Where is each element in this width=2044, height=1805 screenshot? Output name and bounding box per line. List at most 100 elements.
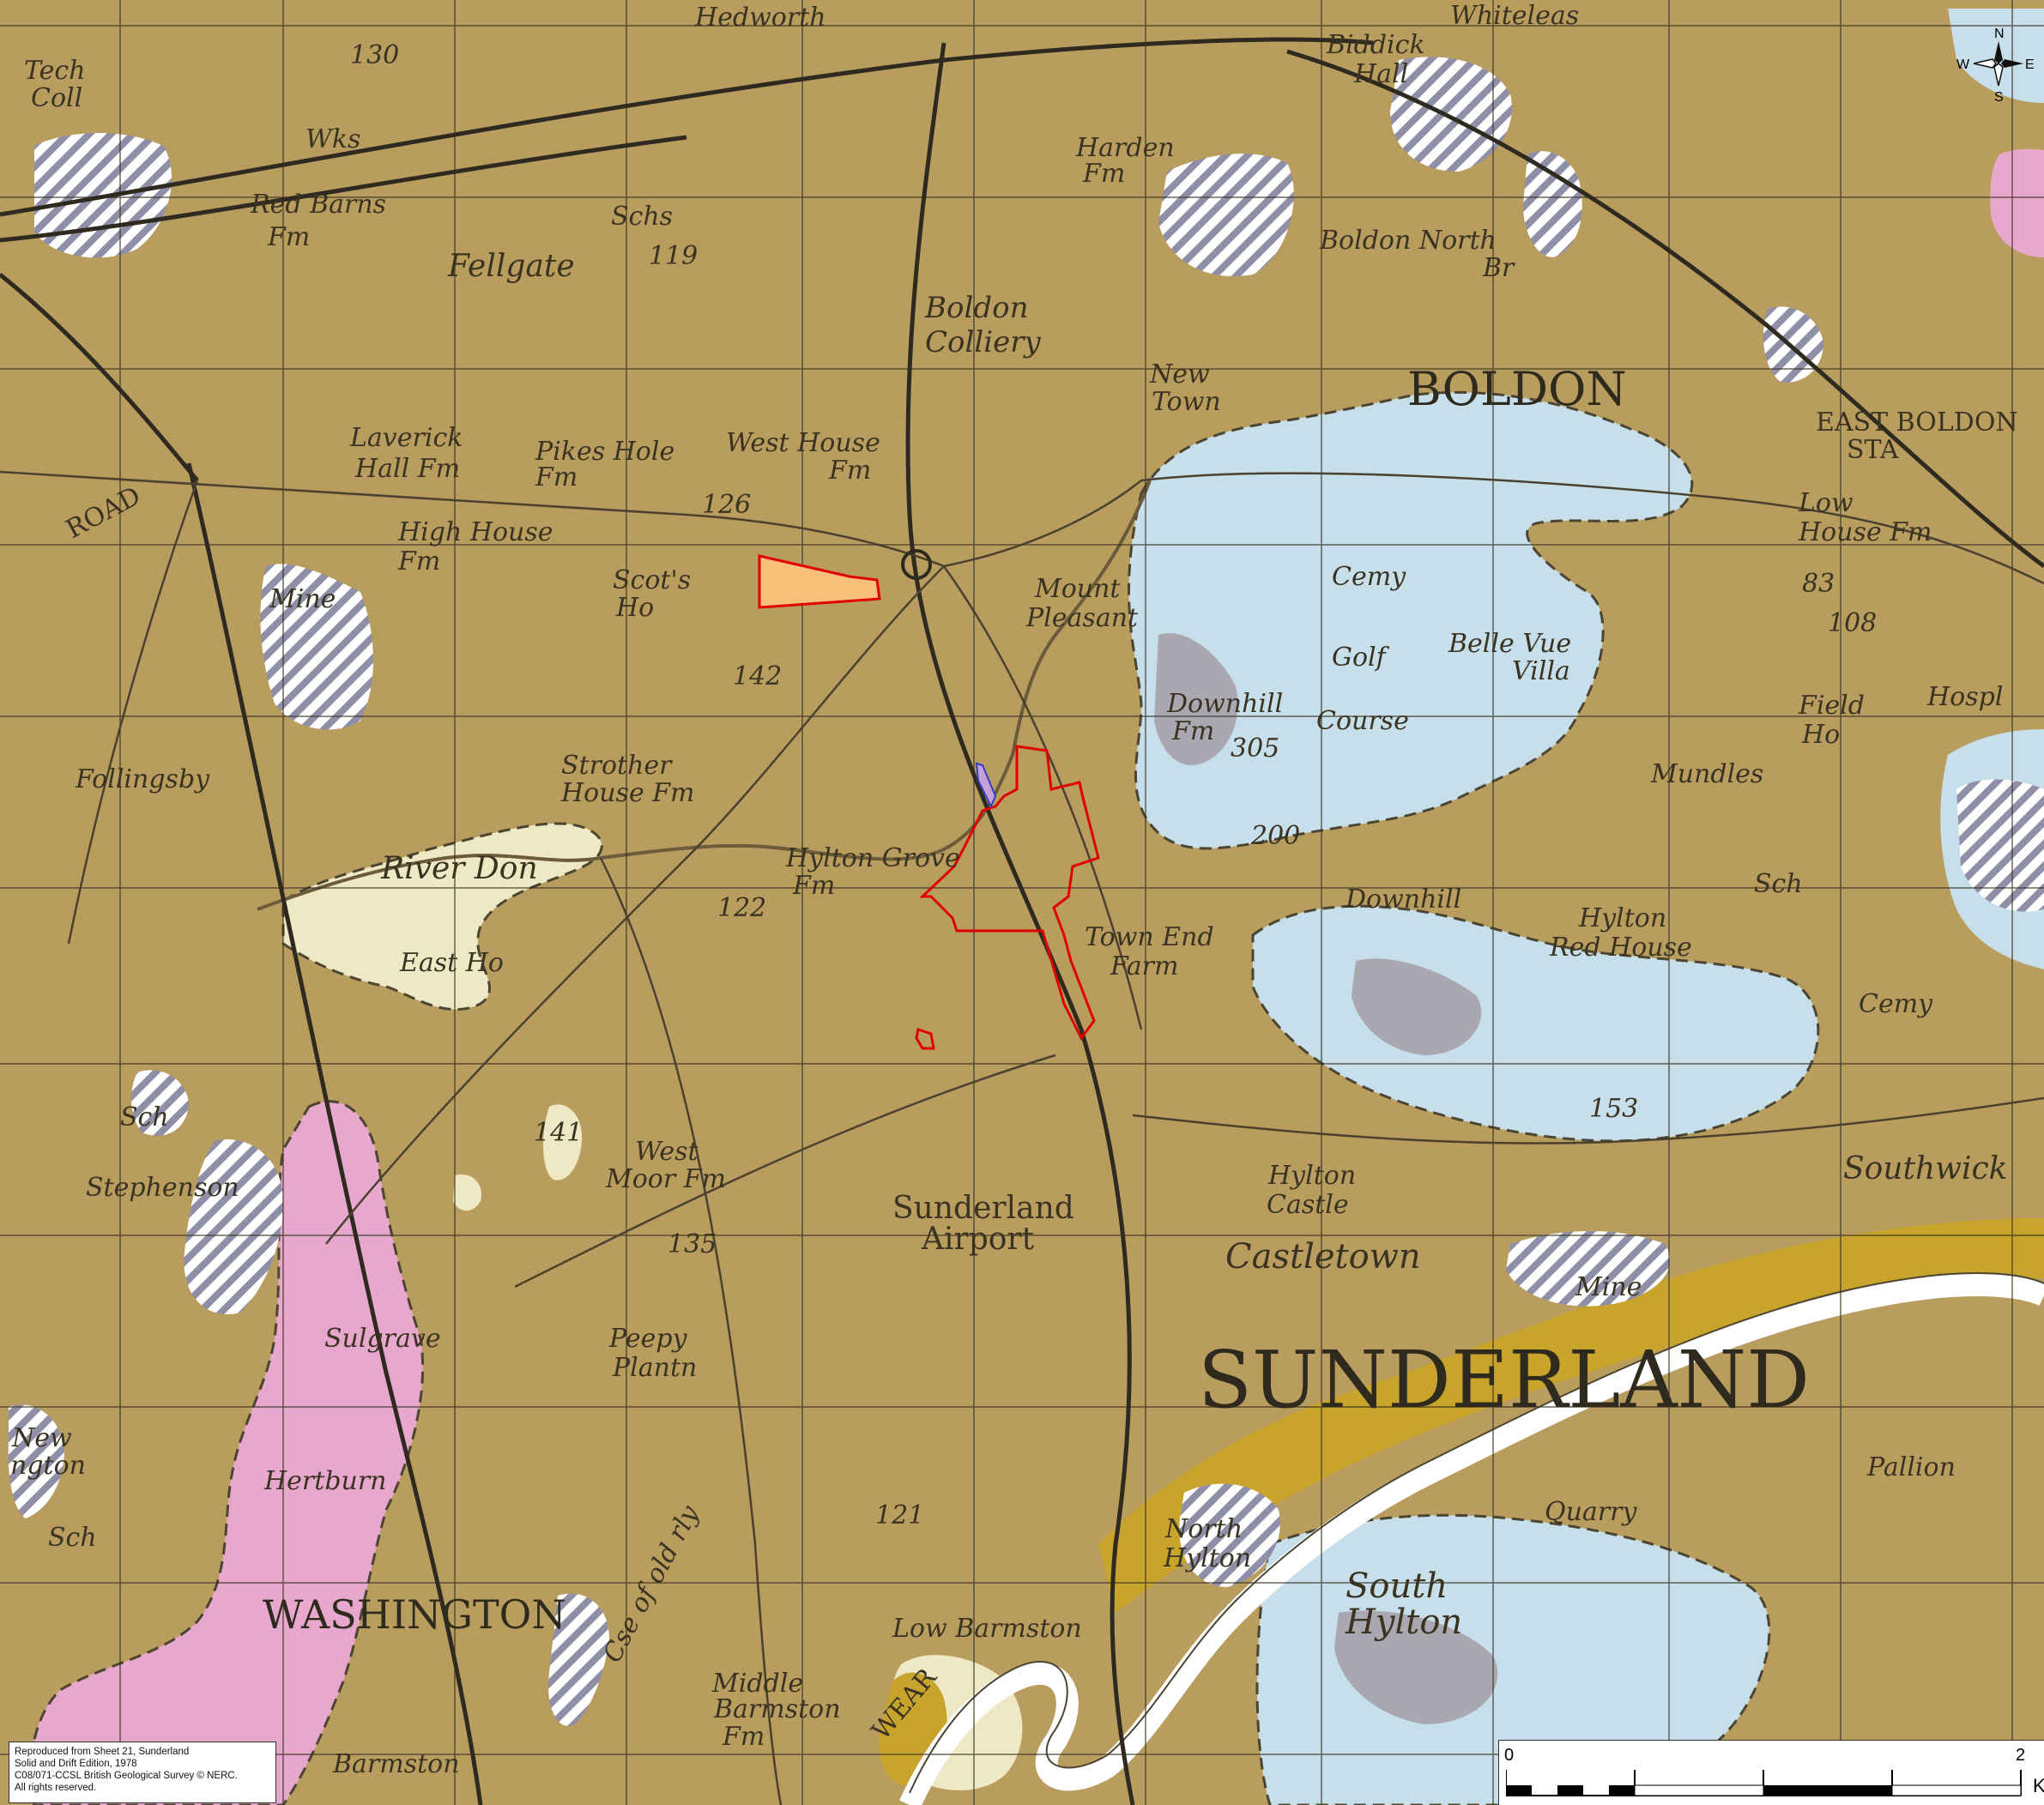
label-130: 130 [350, 40, 399, 70]
label-hylton-red-house: Red House [1549, 933, 1692, 963]
river-don [257, 480, 1152, 911]
drift-area-boldon [1127, 390, 1694, 850]
label-mount-pleasant: Pleasant [1025, 603, 1139, 633]
label-peepy-plantn: Plantn [612, 1353, 697, 1383]
label-middle-barmston-fm: Fm [722, 1722, 765, 1752]
label-barmston: Barmston [332, 1749, 460, 1779]
label-river-don: River Don [380, 851, 538, 886]
label-south-hylton: Hylton [1345, 1603, 1462, 1642]
label-field: Field [1798, 691, 1865, 721]
map-labels: Hedworth Whiteleas Tech Coll 130 Wks Red… [10, 1, 2018, 1779]
label-121: 121 [875, 1500, 924, 1530]
label-cemy: Cemy [1332, 562, 1406, 592]
label-sch-3: Sch [48, 1523, 97, 1553]
label-sunderland-airport: Sunderland [892, 1191, 1074, 1226]
hatched-area-west [131, 1070, 189, 1136]
label-belle-vue: Belle Vue [1448, 629, 1571, 659]
hatched-area-east-edge [1956, 779, 2044, 912]
label-downhill-fm: Fm [1171, 716, 1214, 746]
label-harden: Harden [1075, 133, 1175, 163]
label-laverick: Laverick [349, 423, 463, 453]
hatched-area-sw [8, 1404, 64, 1518]
label-135: 135 [668, 1229, 717, 1259]
label-wks: Wks [305, 124, 360, 154]
label-142: 142 [733, 661, 782, 691]
railways [0, 37, 2044, 1805]
compass-s: S [1994, 90, 2004, 105]
label-quarry: Quarry [1545, 1497, 1637, 1527]
label-153: 153 [1589, 1094, 1638, 1124]
label-east-ho: East Ho [399, 948, 504, 978]
label-south: South [1346, 1567, 1448, 1606]
compass-n: N [1994, 27, 2005, 41]
compass-rose: N S E W [1953, 22, 2044, 105]
label-north: North [1164, 1514, 1243, 1544]
orange-parcel[interactable] [758, 554, 881, 609]
hatched-area-hall [1523, 151, 1582, 257]
label-sulgrave: Sulgrave [324, 1324, 441, 1354]
alluvium-river-don [281, 822, 603, 1011]
label-high-house: High House [397, 517, 553, 547]
label-peepy: Peepy [608, 1324, 688, 1354]
label-mine: Mine [269, 584, 336, 614]
label-mine-2: Mine [1575, 1272, 1642, 1302]
site-boundary-outline[interactable] [919, 745, 1100, 1041]
alluvium-pond-2 [453, 1174, 481, 1211]
label-126: 126 [702, 490, 751, 520]
scale-bar: 0 2 K [1498, 1740, 2044, 1805]
label-downhill-2: Downhill [1345, 884, 1461, 915]
alluvium-pond [543, 1104, 583, 1180]
site-access-route[interactable] [975, 762, 997, 809]
label-hylton-grove-fm: Fm [792, 871, 835, 901]
hatched-area-mine [260, 564, 373, 730]
label-biddick-hall: Hall [1353, 59, 1408, 89]
label-tech-coll: Tech [24, 56, 86, 86]
hatched-area-washington [548, 1593, 609, 1726]
label-sch-2: Sch [120, 1102, 169, 1132]
label-hospl: Hospl [1926, 682, 2003, 712]
label-washington: WASHINGTON [263, 1591, 566, 1638]
credit-line-1: Reproduced from Sheet 21, Sunderland [15, 1747, 190, 1757]
label-biddick: Biddick [1326, 30, 1425, 60]
label-305: 305 [1231, 733, 1279, 764]
label-west: West [635, 1137, 699, 1167]
grey-area-south [1334, 1610, 1498, 1724]
label-west-house-fm: Fm [828, 456, 871, 486]
grey-area-hylton [1352, 958, 1482, 1055]
label-high-house-fm: Fm [397, 546, 440, 577]
scale-unit-label: K [2033, 1775, 2044, 1796]
site-boundary-small[interactable] [915, 1028, 935, 1050]
label-sunderland: SUNDERLAND [1198, 1334, 1810, 1426]
label-downhill: Downhill [1166, 689, 1283, 719]
label-boldon-north: Boldon North [1319, 226, 1497, 256]
river-wear-bank [909, 1272, 2044, 1794]
drift-area-south-hylton [1255, 1513, 1771, 1805]
label-middle: Middle [711, 1669, 803, 1699]
label-pikes-hole-fm: Fm [535, 462, 578, 492]
hatched-area-biddick [1390, 57, 1512, 172]
label-hertburn: Hertburn [263, 1466, 387, 1496]
label-west-moor-fm: Moor Fm [605, 1164, 726, 1194]
label-sunderland-airport-2: Airport [921, 1222, 1035, 1257]
hatched-area-boldon-north [1158, 154, 1294, 276]
label-hylton-grove: Hylton Grove [785, 843, 960, 873]
label-schs: Schs [611, 202, 673, 232]
label-east-boldon-sta: STA [1847, 435, 1899, 465]
terrace-wear [1098, 1218, 2044, 1613]
hatched-area-sunderland [1506, 1231, 1671, 1307]
label-whiteleas: Whiteleas [1450, 1, 1579, 31]
label-boldon-north-br: Br [1482, 253, 1515, 283]
label-stephenson: Stephenson [86, 1173, 239, 1203]
credit-line-3: C08/071-CCSL British Geological Survey ©… [15, 1771, 238, 1781]
compass-e: E [2025, 57, 2035, 72]
label-119: 119 [649, 241, 698, 271]
roundabout [901, 549, 932, 580]
scale-start-label: 0 [1504, 1746, 1515, 1765]
label-north-hylton: Hylton [1163, 1543, 1251, 1573]
label-new-town-2: Town [1152, 387, 1221, 417]
roads [0, 470, 2044, 1805]
label-middle-barmston: Barmston [713, 1694, 841, 1724]
grey-area-downhill [1154, 633, 1238, 765]
label-red-barns-fm: Fm [267, 222, 310, 252]
